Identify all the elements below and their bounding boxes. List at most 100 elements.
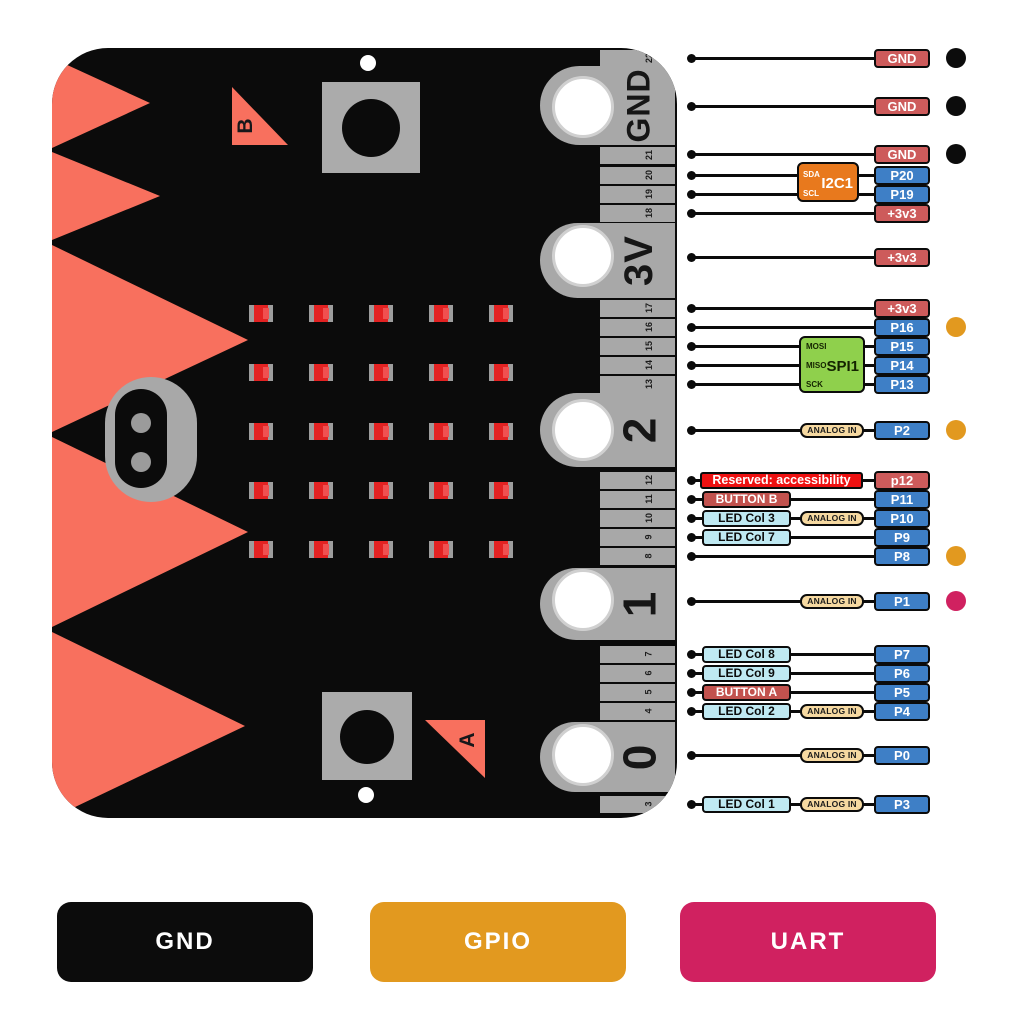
wire — [689, 325, 876, 329]
function-button-b: BUTTON B — [702, 490, 791, 508]
edge-pin-number: 15 — [643, 340, 654, 352]
led-pixel-core — [374, 541, 389, 558]
legend-uart-label: UART — [770, 928, 846, 955]
wire-node — [686, 303, 696, 313]
edge-pad-hole — [552, 569, 614, 631]
pin-label-+3v3: +3v3 — [874, 247, 930, 267]
edge-pad-labelwrap: GND — [621, 66, 657, 145]
function-led-col-9: LED Col 9 — [702, 664, 791, 682]
edge-pin-number: 20 — [643, 169, 654, 181]
wire-node — [686, 649, 696, 659]
function-led-col-1: LED Col 1 — [702, 795, 791, 813]
edge-pin-numwrap: 11 — [640, 491, 658, 508]
pin-label-P8: P8 — [874, 546, 930, 566]
led-pixel — [369, 305, 393, 322]
led-pixel-core — [494, 423, 509, 440]
edge-pin-number: 16 — [643, 321, 654, 333]
wire-node — [686, 322, 696, 332]
function-led-col-3: LED Col 3 — [702, 509, 791, 527]
edge-pin-number: 11 — [643, 494, 654, 504]
edge-pin-numwrap: 17 — [640, 300, 658, 317]
led-pixel-core — [374, 423, 389, 440]
wire — [689, 152, 876, 156]
legend-uart: UART — [680, 902, 936, 982]
led-pixel — [429, 423, 453, 440]
category-dot-black — [946, 96, 966, 116]
edge-pin-10: 10 — [600, 509, 675, 527]
led-pixel-glow — [503, 367, 509, 378]
wire — [689, 428, 876, 432]
led-pixel-core — [374, 482, 389, 499]
led-pixel — [309, 541, 333, 558]
led-pixel-glow — [383, 544, 389, 555]
spi1-pin-mosi: MOSI — [806, 342, 827, 351]
pin-label-P6: P6 — [874, 663, 930, 683]
led-pixel — [309, 482, 333, 499]
pin-label-p12: p12 — [874, 470, 930, 490]
pin-label-P7: P7 — [874, 644, 930, 664]
wire-node — [686, 101, 696, 111]
legend-gnd: GND — [57, 902, 313, 982]
function-led-col-7: LED Col 7 — [702, 528, 791, 546]
mounting-hole-top — [360, 55, 376, 71]
led-pixel — [249, 364, 273, 381]
led-pixel-core — [374, 364, 389, 381]
category-dot-magenta — [946, 591, 966, 611]
edge-pin-numwrap: 4 — [640, 703, 658, 720]
edge-pin-22: 22 — [600, 49, 675, 67]
pin-label-P1: P1 — [874, 591, 930, 611]
pin-label-P5: P5 — [874, 682, 930, 702]
edge-pin-numwrap: 13 — [640, 376, 658, 393]
edge-pin-numwrap: 6 — [640, 665, 658, 682]
edge-pin-number: 19 — [643, 188, 654, 200]
function-led-col-2: LED Col 2 — [702, 702, 791, 720]
edge-pad-label: 3V — [616, 235, 661, 286]
edge-pin-number: 8 — [643, 553, 654, 559]
category-dot-black — [946, 48, 966, 68]
led-pixel-core — [374, 305, 389, 322]
led-pixel-glow — [443, 426, 449, 437]
led-pixel-glow — [383, 426, 389, 437]
category-dot-orange — [946, 546, 966, 566]
edge-pin-number: 3 — [643, 801, 654, 807]
edge-pin-11: 11 — [600, 490, 675, 508]
led-pixel-core — [254, 423, 269, 440]
wire — [689, 255, 876, 259]
led-pixel — [429, 482, 453, 499]
battery-connector-pin-hole — [131, 413, 151, 433]
led-pixel-glow — [323, 367, 329, 378]
led-pixel-glow — [503, 308, 509, 319]
wire-node — [686, 799, 696, 809]
edge-pad-label: 0 — [613, 743, 665, 771]
battery-connector — [105, 377, 197, 502]
spi1-pin-sck: SCK — [806, 380, 823, 389]
pin-label-P11: P11 — [874, 489, 930, 509]
edge-pin-20: 20 — [600, 166, 675, 184]
button-a-letter: A — [456, 732, 479, 748]
edge-pin-numwrap: 15 — [640, 338, 658, 355]
wire — [689, 554, 876, 558]
i2c1-pin-sda: SDA — [803, 170, 820, 179]
analog-in-tag: ANALOG IN — [800, 747, 864, 763]
led-pixel-core — [254, 305, 269, 322]
pin-label-GND: GND — [874, 96, 930, 116]
category-dot-orange — [946, 420, 966, 440]
led-pixel-glow — [503, 485, 509, 496]
wire-node — [686, 706, 696, 716]
led-pixel-core — [494, 305, 509, 322]
led-pixel-core — [314, 423, 329, 440]
led-pixel-glow — [503, 544, 509, 555]
wire — [689, 192, 876, 196]
wire-node — [686, 687, 696, 697]
wire-node — [686, 551, 696, 561]
led-pixel-core — [494, 541, 509, 558]
led-pixel — [309, 305, 333, 322]
edge-pin-numwrap: 3 — [640, 796, 658, 813]
led-pixel-core — [434, 305, 449, 322]
edge-pin-numwrap: 12 — [640, 472, 658, 489]
analog-in-tag: ANALOG IN — [800, 593, 864, 609]
edge-pad-label: GND — [620, 68, 657, 143]
edge-pad-hole — [552, 724, 614, 786]
led-pixel-core — [314, 305, 329, 322]
led-pixel-core — [494, 482, 509, 499]
